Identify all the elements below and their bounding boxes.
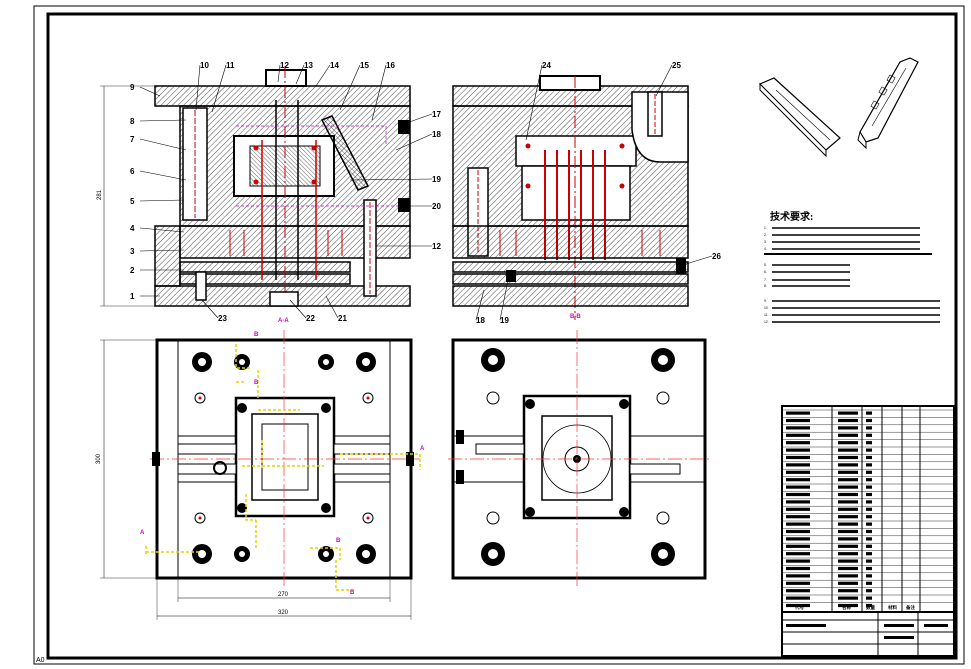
title-block-header: 代号: [794, 604, 804, 611]
part-label: 8: [130, 117, 135, 126]
part-label: 17: [432, 110, 441, 119]
tech-note: 7.: [764, 278, 767, 282]
part-label: 19: [432, 175, 441, 184]
view-mark-aa: A-A: [278, 318, 289, 324]
inner-border: [46, 12, 958, 660]
svg-text:B: B: [254, 332, 259, 338]
svg-text:B: B: [350, 590, 355, 596]
svg-text:A: A: [420, 446, 425, 452]
title-block-header: 数量: [866, 604, 875, 611]
part-label: 24: [542, 61, 551, 70]
sheet-size-label: A0: [36, 657, 45, 664]
title-block-header: 材料: [888, 604, 897, 611]
tech-note: 5.: [764, 263, 767, 267]
dim-front-height: 281: [97, 189, 103, 200]
part-label: 13: [304, 61, 313, 70]
outer-border: [33, 5, 965, 665]
dim-outer-width: 320: [278, 610, 289, 616]
side-part-labels: 24 25 26 18 19: [475, 61, 721, 325]
title-block: 代号 名称 数量 材料 备注: [781, 405, 955, 657]
tech-note: 9.: [764, 299, 767, 303]
tech-note: 8.: [764, 284, 767, 288]
tech-note: 11.: [764, 313, 769, 317]
part-label: 3: [130, 247, 135, 256]
part-label: 5: [130, 197, 135, 206]
svg-text:B: B: [254, 380, 259, 386]
tech-note: 10.: [764, 306, 769, 310]
tech-note: 3.: [764, 240, 767, 244]
part-label: 21: [338, 314, 347, 323]
part-label: 12: [432, 242, 441, 251]
side-plan-view: [448, 330, 712, 586]
tech-note: 2.: [764, 233, 767, 237]
front-section-view: [154, 66, 411, 307]
part-label: 23: [218, 314, 227, 323]
svg-text:B: B: [336, 538, 341, 544]
part-label: 18: [432, 130, 441, 139]
svg-text:A: A: [140, 530, 145, 536]
part-label: 19: [500, 316, 509, 325]
front-plan-view: B B A A B B: [140, 330, 425, 596]
tech-note: 12.: [764, 320, 769, 324]
dim-plan-height: 300: [96, 453, 102, 464]
title-block-header: 名称: [842, 604, 851, 611]
part-label: 20: [432, 202, 441, 211]
tech-note: 4.: [764, 247, 767, 251]
side-section-view: [452, 75, 689, 320]
part-label: 15: [360, 61, 369, 70]
tech-requirements-title: 技术要求:: [770, 210, 813, 223]
part-label: 4: [130, 224, 135, 233]
part-label: 11: [226, 61, 235, 70]
part-label: 18: [476, 316, 485, 325]
part-label: 26: [712, 252, 721, 261]
tech-note: 1.: [764, 226, 767, 230]
view-mark-bb: B-B: [570, 314, 581, 320]
part-label: 1: [130, 292, 135, 301]
part-label: 6: [130, 167, 135, 176]
title-block-header: 备注: [905, 604, 915, 611]
part-label: 2: [130, 266, 135, 275]
tech-note: 6.: [764, 270, 767, 274]
part-label: 16: [386, 61, 395, 70]
part-label: 10: [200, 61, 209, 70]
part-label: 12: [280, 61, 289, 70]
part-isometric-views: [759, 57, 919, 158]
part-label: 7: [130, 135, 135, 144]
part-label: 9: [130, 83, 135, 92]
part-label: 22: [306, 314, 315, 323]
tech-requirements-notes: 1. 2. 3. 4. 5. 6. 7. 8. 9. 10. 11. 12.: [764, 226, 940, 324]
part-label: 25: [672, 61, 681, 70]
dim-inner-width: 270: [278, 592, 289, 598]
part-label: 14: [330, 61, 339, 70]
